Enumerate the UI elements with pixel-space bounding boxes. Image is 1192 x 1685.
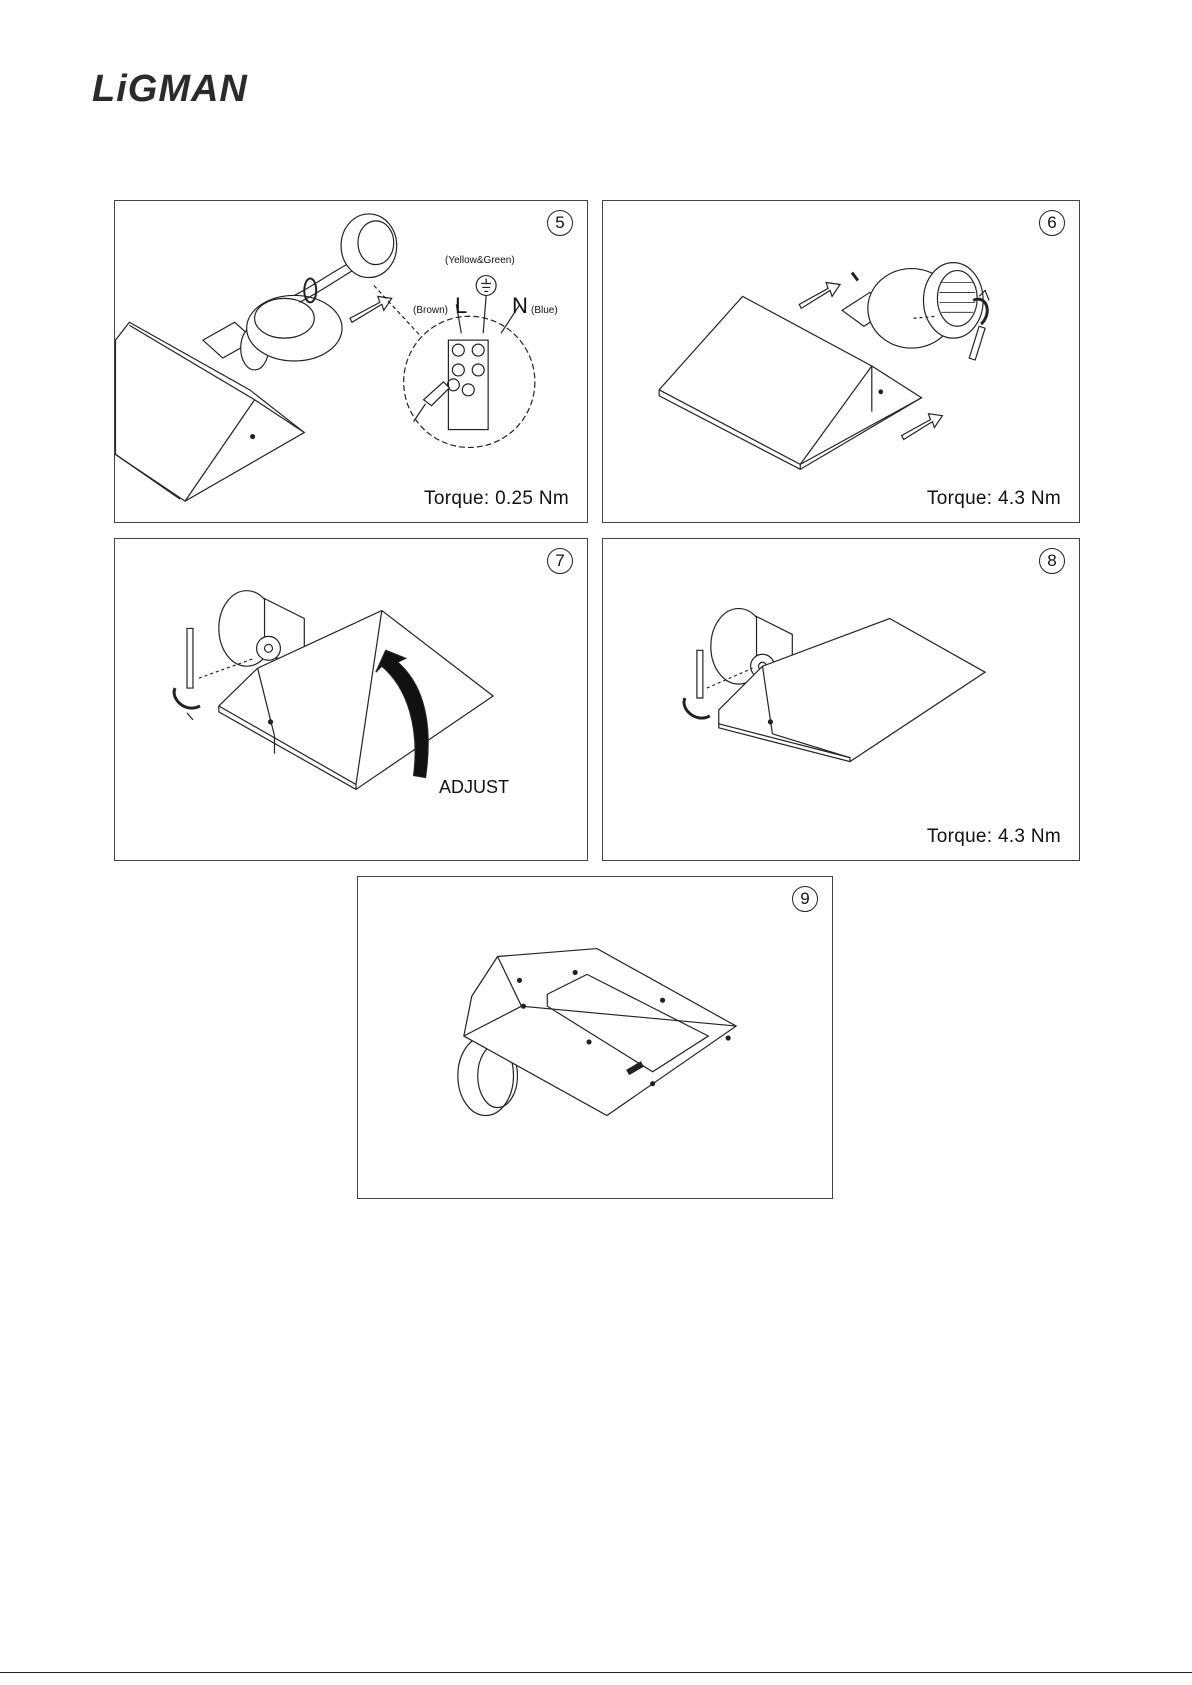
page-footer-rule [0, 1672, 1192, 1673]
step-number: 6 [1039, 210, 1065, 236]
step-6-panel: 6 Torque: 4.3 Nm [602, 200, 1080, 523]
step-number: 9 [792, 886, 818, 912]
adjust-label: ADJUST [439, 777, 509, 798]
step-number: 7 [547, 548, 573, 574]
step-6-illustration [603, 201, 1079, 522]
earth-wire-label: (Yellow&Green) [445, 255, 515, 266]
live-wire-label: L [455, 293, 467, 319]
live-note-label: (Brown) [413, 305, 448, 316]
step-8-illustration [603, 539, 1079, 860]
step-7-panel: 7 ADJUST [114, 538, 588, 861]
brand-logo: LiGMAN [92, 70, 307, 106]
logo-graphic: LiGMAN [92, 70, 307, 106]
step-5-panel: (Yellow&Green) (Brown) L N (Blue) 5 Torq… [114, 200, 588, 523]
torque-caption: Torque: 4.3 Nm [927, 826, 1061, 848]
neutral-wire-label: N [512, 293, 528, 319]
step-8-panel: 8 Torque: 4.3 Nm [602, 538, 1080, 861]
torque-caption: Torque: 4.3 Nm [927, 488, 1061, 510]
step-9-illustration [358, 877, 832, 1198]
step-number: 8 [1039, 548, 1065, 574]
step-5-illustration [115, 201, 587, 522]
torque-caption: Torque: 0.25 Nm [424, 488, 569, 510]
neutral-note-label: (Blue) [531, 305, 558, 316]
step-number: 5 [547, 210, 573, 236]
logo-wordmark: LiGMAN [92, 70, 248, 106]
step-9-panel: 9 [357, 876, 833, 1199]
step-7-illustration [115, 539, 587, 860]
